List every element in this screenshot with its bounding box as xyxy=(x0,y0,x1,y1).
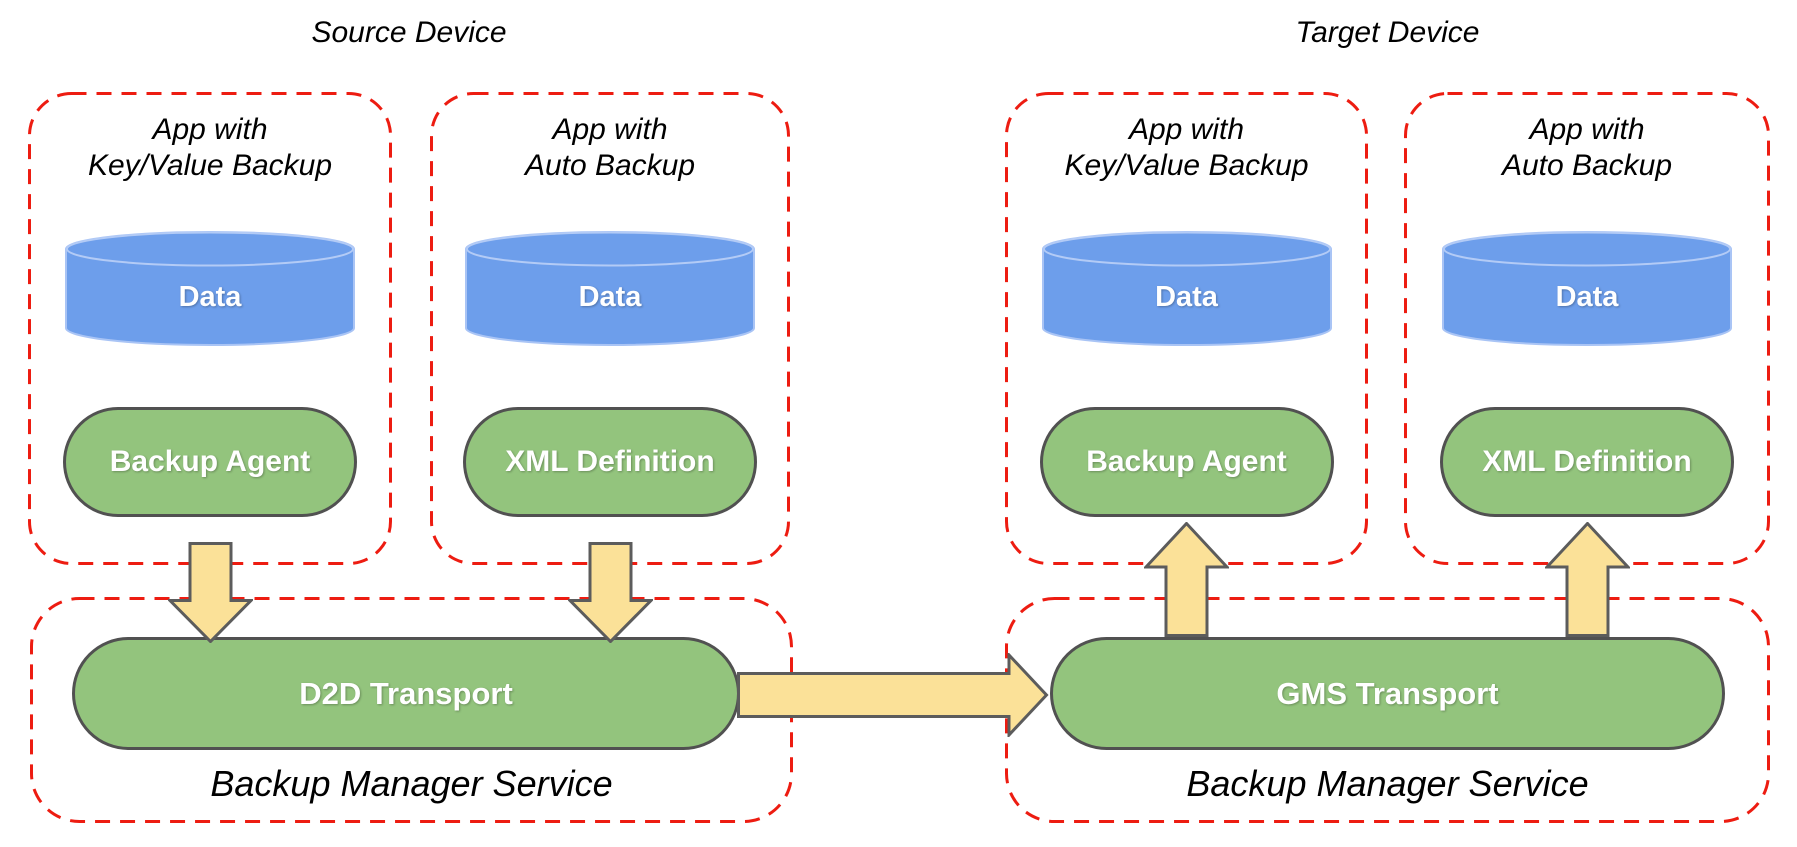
service-box-target: GMS Transport Backup Manager Service xyxy=(1005,597,1770,823)
app-heading-line2: Auto Backup xyxy=(1501,149,1673,182)
app-heading: App with Key/Value Backup xyxy=(1005,112,1368,184)
app-heading-line2: Key/Value Backup xyxy=(1064,149,1309,182)
data-label: Data xyxy=(1155,281,1218,313)
xml-definition-node: XML Definition xyxy=(463,407,757,517)
service-label: Backup Manager Service xyxy=(210,763,613,804)
gms-transport-node: GMS Transport xyxy=(1050,637,1725,750)
database-cylinder-icon xyxy=(65,231,355,346)
database-cylinder-icon xyxy=(1442,231,1732,346)
down-arrow-icon xyxy=(168,542,253,643)
app-heading-line1: App with xyxy=(1529,113,1645,146)
data-label: Data xyxy=(178,281,242,313)
backup-agent-node: Backup Agent xyxy=(1039,407,1334,517)
service-box-source: D2D Transport Backup Manager Service xyxy=(30,597,793,823)
data-cylinder: Data xyxy=(64,231,356,347)
app-heading-line1: App with xyxy=(152,113,268,146)
app-heading: App with Auto Backup xyxy=(1404,112,1770,184)
app-box-target-auto: App with Auto Backup Data XML Definition xyxy=(1404,92,1770,565)
app-heading-line2: Auto Backup xyxy=(524,149,696,182)
database-cylinder-icon xyxy=(1041,231,1332,346)
app-box-source-keyvalue: App with Key/Value Backup Data Backup Ag… xyxy=(28,92,392,565)
database-cylinder-icon xyxy=(465,231,755,346)
app-heading-line1: App with xyxy=(1128,113,1245,146)
d2d-transport-node: D2D Transport xyxy=(72,637,740,750)
service-label: Backup Manager Service xyxy=(1186,763,1589,804)
up-arrow-icon xyxy=(1545,522,1630,637)
source-device-title: Source Device xyxy=(311,16,507,49)
data-cylinder: Data xyxy=(1441,231,1733,347)
down-arrow-icon xyxy=(568,542,653,643)
data-label: Data xyxy=(578,281,642,313)
target-device-title: Target Device xyxy=(1295,16,1480,49)
data-label: Data xyxy=(1555,281,1619,313)
app-box-source-auto: App with Auto Backup Data XML Definition xyxy=(430,92,790,565)
app-box-target-keyvalue: App with Key/Value Backup Data Backup Ag… xyxy=(1005,92,1368,565)
backup-agent-node: Backup Agent xyxy=(63,407,357,517)
app-heading-line1: App with xyxy=(552,113,668,146)
up-arrow-icon xyxy=(1144,522,1229,637)
app-heading: App with Auto Backup xyxy=(430,112,790,184)
data-cylinder: Data xyxy=(1041,231,1333,347)
app-heading: App with Key/Value Backup xyxy=(28,112,392,184)
xml-definition-node: XML Definition xyxy=(1440,407,1734,517)
dashed-red-outline xyxy=(1005,597,1770,823)
app-heading-line2: Key/Value Backup xyxy=(87,149,333,182)
right-arrow-icon xyxy=(737,653,1049,737)
data-cylinder: Data xyxy=(464,231,756,347)
